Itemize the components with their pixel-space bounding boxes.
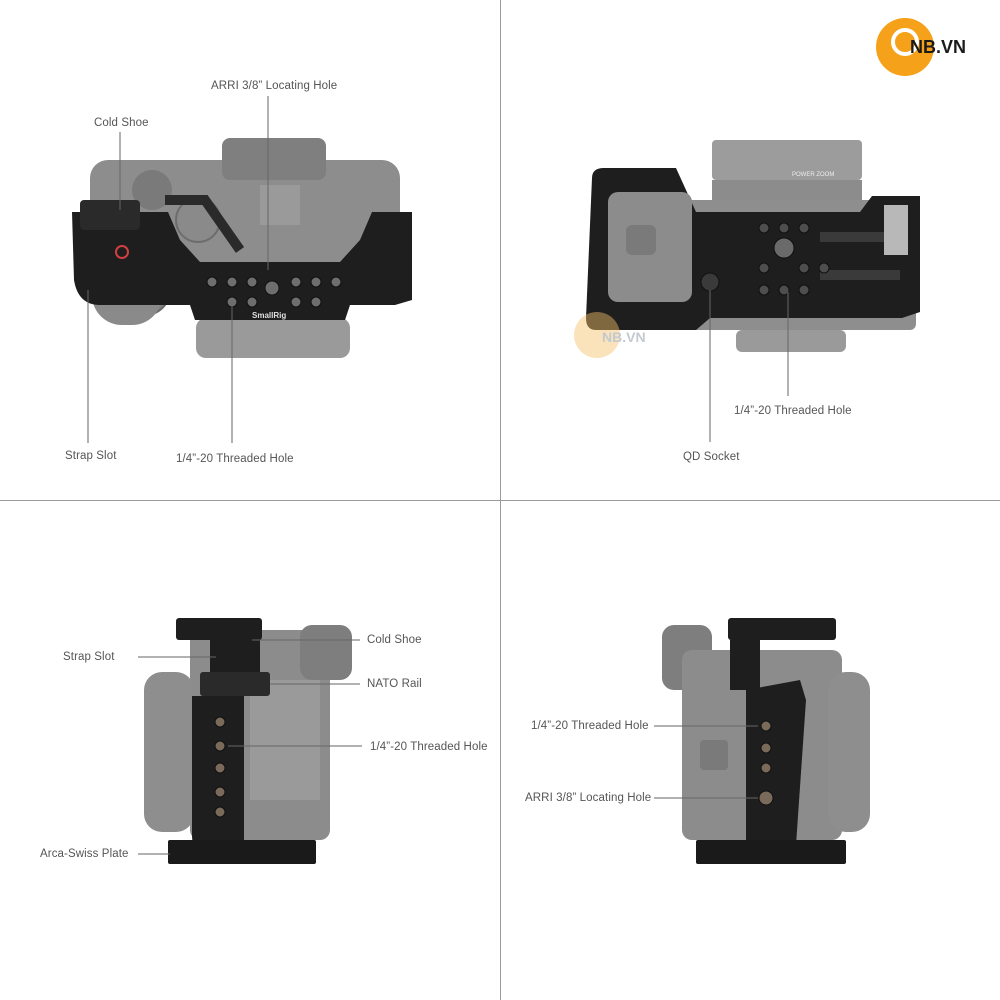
label-arri-locating-hole: ARRI 3/8” Locating Hole <box>525 792 652 804</box>
horizontal-divider <box>0 500 1000 501</box>
right-side-illustration <box>654 618 870 864</box>
left-side-illustration <box>138 618 362 864</box>
label-threaded-hole: 1/4”-20 Threaded Hole <box>531 720 649 732</box>
top-view-illustration: SmallRig <box>72 96 412 443</box>
cage-bottom-plate <box>586 168 920 330</box>
watermark-circle-icon <box>574 312 620 358</box>
threaded-holes <box>206 276 342 308</box>
label-arri-locating-hole: ARRI 3/8” Locating Hole <box>211 80 338 92</box>
watermark: NB.VN <box>574 312 664 360</box>
callout-lines <box>87 96 269 443</box>
logo-o-icon <box>891 28 919 56</box>
label-qd-socket: QD Socket <box>683 451 740 463</box>
label-strap-slot: Strap Slot <box>65 450 117 462</box>
label-threaded-hole: 1/4”-20 Threaded Hole <box>176 453 294 465</box>
right-threaded-holes <box>758 720 774 806</box>
callout-lines-right <box>654 725 758 799</box>
left-threaded-holes <box>214 716 226 818</box>
label-nato-rail: NATO Rail <box>367 678 422 690</box>
brand-logo: NB.VN <box>876 18 986 78</box>
label-cold-shoe: Cold Shoe <box>94 117 149 129</box>
bottom-threaded-holes <box>700 222 830 296</box>
callout-lines-bottom <box>709 290 789 442</box>
label-threaded-hole: 1/4”-20 Threaded Hole <box>370 741 488 753</box>
quadrant-top-view: SmallRig ARRI 3/8” Locating Hole Cold Sh… <box>0 0 500 500</box>
bottom-view-illustration: POWER ZOOM <box>586 140 920 442</box>
quadrant-bottom-view: POWER ZOOM 1/4”-20 Threaded Hole QD Sock… <box>500 0 1000 500</box>
label-cold-shoe: Cold Shoe <box>367 634 422 646</box>
lens-text: POWER ZOOM <box>792 172 834 178</box>
watermark-text: NB.VN <box>602 329 646 345</box>
label-arca-swiss-plate: Arca-Swiss Plate <box>40 848 129 860</box>
quadrant-left-side-view: Cold Shoe Strap Slot NATO Rail 1/4”-20 T… <box>0 500 500 1000</box>
callout-lines-left <box>138 639 362 855</box>
quadrant-right-side-view: 1/4”-20 Threaded Hole ARRI 3/8” Locating… <box>500 500 1000 1000</box>
cage-right-side <box>696 618 846 864</box>
eyecup <box>736 330 846 352</box>
label-strap-slot: Strap Slot <box>63 651 115 663</box>
cage-top-plate <box>72 195 412 320</box>
smallrig-engraving: SmallRig <box>252 311 286 320</box>
logo-text: NB.VN <box>910 37 967 57</box>
label-threaded-hole: 1/4”-20 Threaded Hole <box>734 405 852 417</box>
